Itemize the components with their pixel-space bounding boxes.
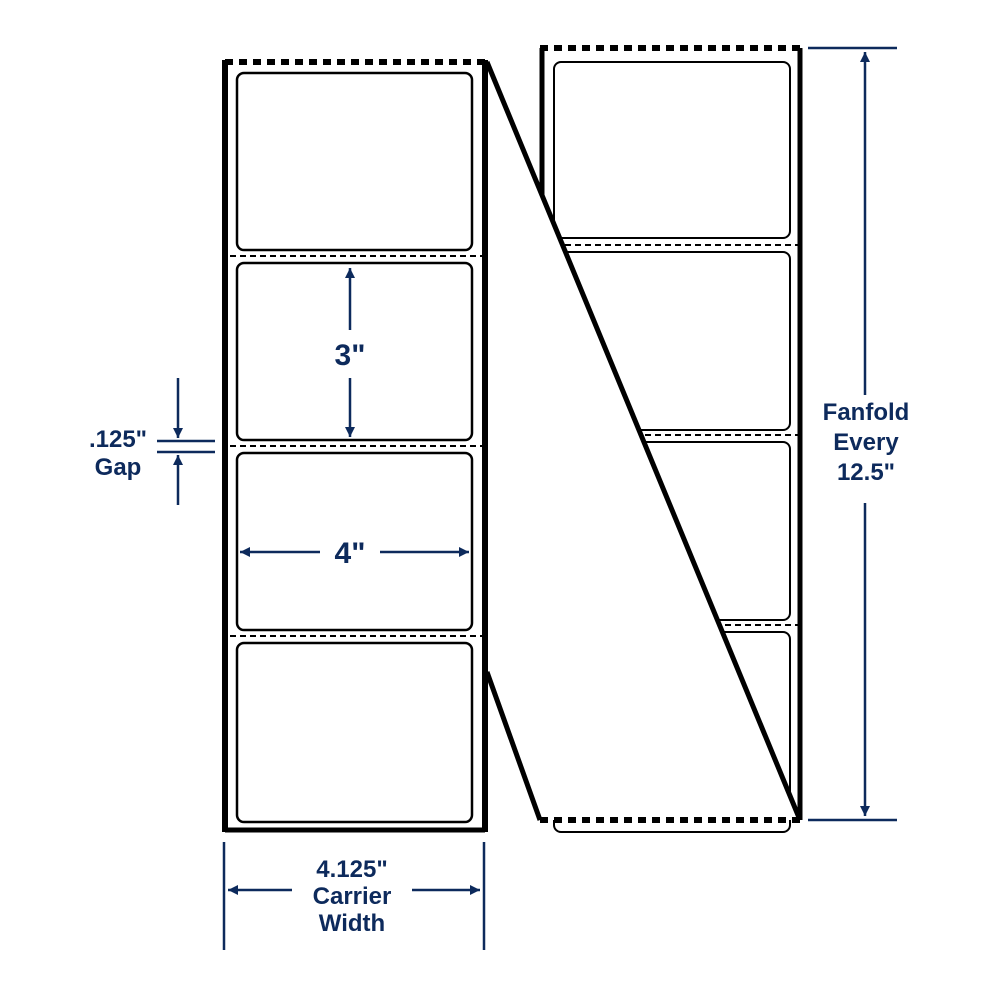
label-3	[235, 451, 474, 632]
gap-label-text: Gap	[95, 454, 142, 481]
front-strip	[222, 59, 488, 833]
carrier-value-text: 4.125"	[316, 856, 387, 883]
carrier-label-text: Carrier	[313, 883, 392, 910]
fanfold-line1: Fanfold	[823, 399, 910, 426]
label-height-text: 3"	[335, 339, 366, 372]
dimension-lines	[157, 46, 897, 950]
label-width-text: 4"	[335, 537, 366, 570]
fanfold-line3: 12.5"	[837, 459, 895, 486]
label-4	[235, 641, 474, 824]
label-2	[235, 261, 474, 442]
gap-value-text: .125"	[89, 426, 147, 453]
fold-edges	[484, 61, 803, 823]
fanfold-line2: Every	[833, 429, 899, 456]
label-1	[235, 71, 474, 252]
carrier-width-text: Width	[319, 910, 385, 937]
